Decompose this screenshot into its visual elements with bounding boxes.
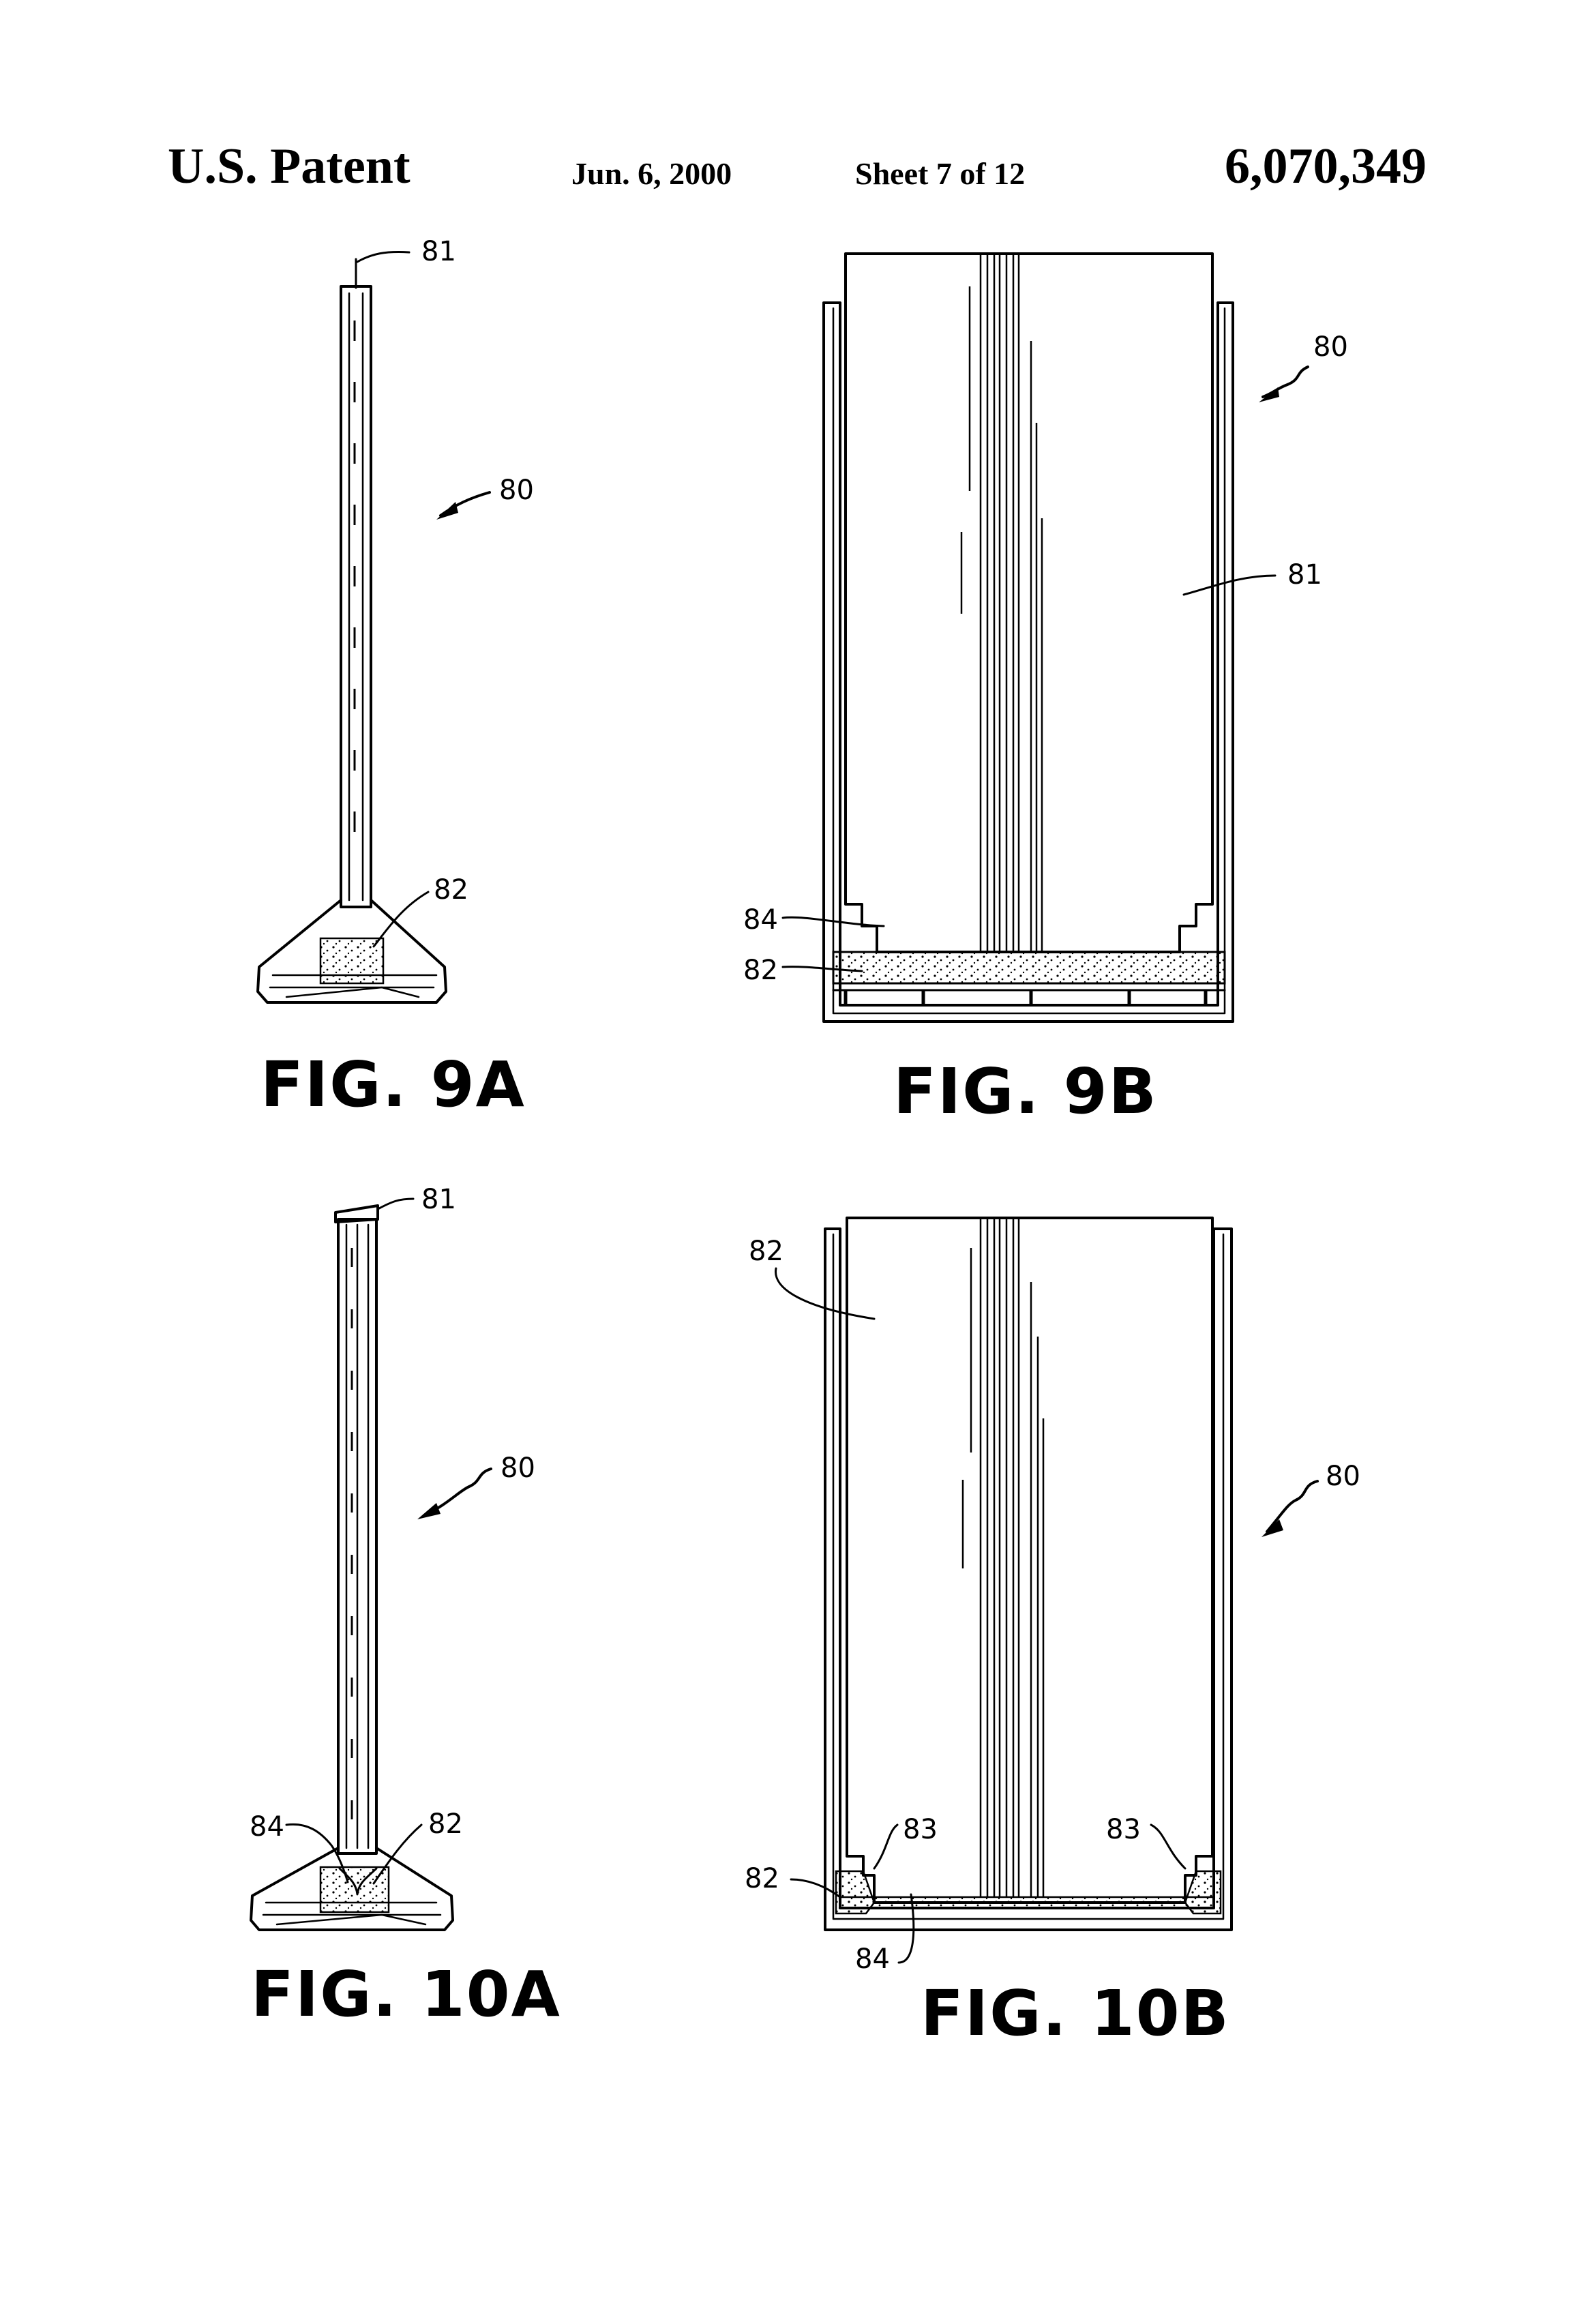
ref-83-10b-right: 83 xyxy=(1106,1814,1141,1845)
ref-84-10a: 84 xyxy=(250,1811,284,1843)
fig-10b-drawing: 82 80 83 83 82 84 xyxy=(745,1217,1360,1975)
fig-10a-drawing: 81 80 84 82 xyxy=(250,1184,535,1931)
ref-82-9a: 82 xyxy=(434,874,468,906)
header-patent-label: U.S. Patent xyxy=(168,138,411,194)
fig-9a-drawing: 81 80 82 xyxy=(256,236,534,1004)
ref-80-10b: 80 xyxy=(1326,1461,1360,1492)
header-patent-number: 6,070,349 xyxy=(1225,138,1427,194)
ref-81-9a: 81 xyxy=(421,236,456,267)
ref-80-10a: 80 xyxy=(501,1452,535,1484)
ref-83-10b-left: 83 xyxy=(903,1814,938,1845)
header-date: Jun. 6, 2000 xyxy=(571,156,732,191)
ref-84-10b: 84 xyxy=(855,1943,890,1975)
fig-10b-caption: FIG. 10B xyxy=(921,1977,1230,2050)
ref-80-9b: 80 xyxy=(1313,331,1348,363)
ref-81-9b: 81 xyxy=(1287,559,1322,591)
ref-81-10a: 81 xyxy=(421,1184,456,1215)
ref-82-10b-top: 82 xyxy=(749,1236,783,1267)
ref-82-10a: 82 xyxy=(428,1808,463,1840)
fig-9a-caption: FIG. 9A xyxy=(260,1048,526,1121)
ref-84-9b: 84 xyxy=(743,904,778,936)
fig-9b-caption: FIG. 9B xyxy=(893,1055,1158,1128)
fig-10a-caption: FIG. 10A xyxy=(251,1958,561,2031)
ref-82-10b-bottom: 82 xyxy=(745,1863,779,1894)
ref-80-9a: 80 xyxy=(499,475,534,506)
ref-82-9b: 82 xyxy=(743,955,778,986)
fig-9b-drawing: 80 81 84 82 xyxy=(743,252,1348,1023)
header-sheet-number: Sheet 7 of 12 xyxy=(855,156,1026,191)
